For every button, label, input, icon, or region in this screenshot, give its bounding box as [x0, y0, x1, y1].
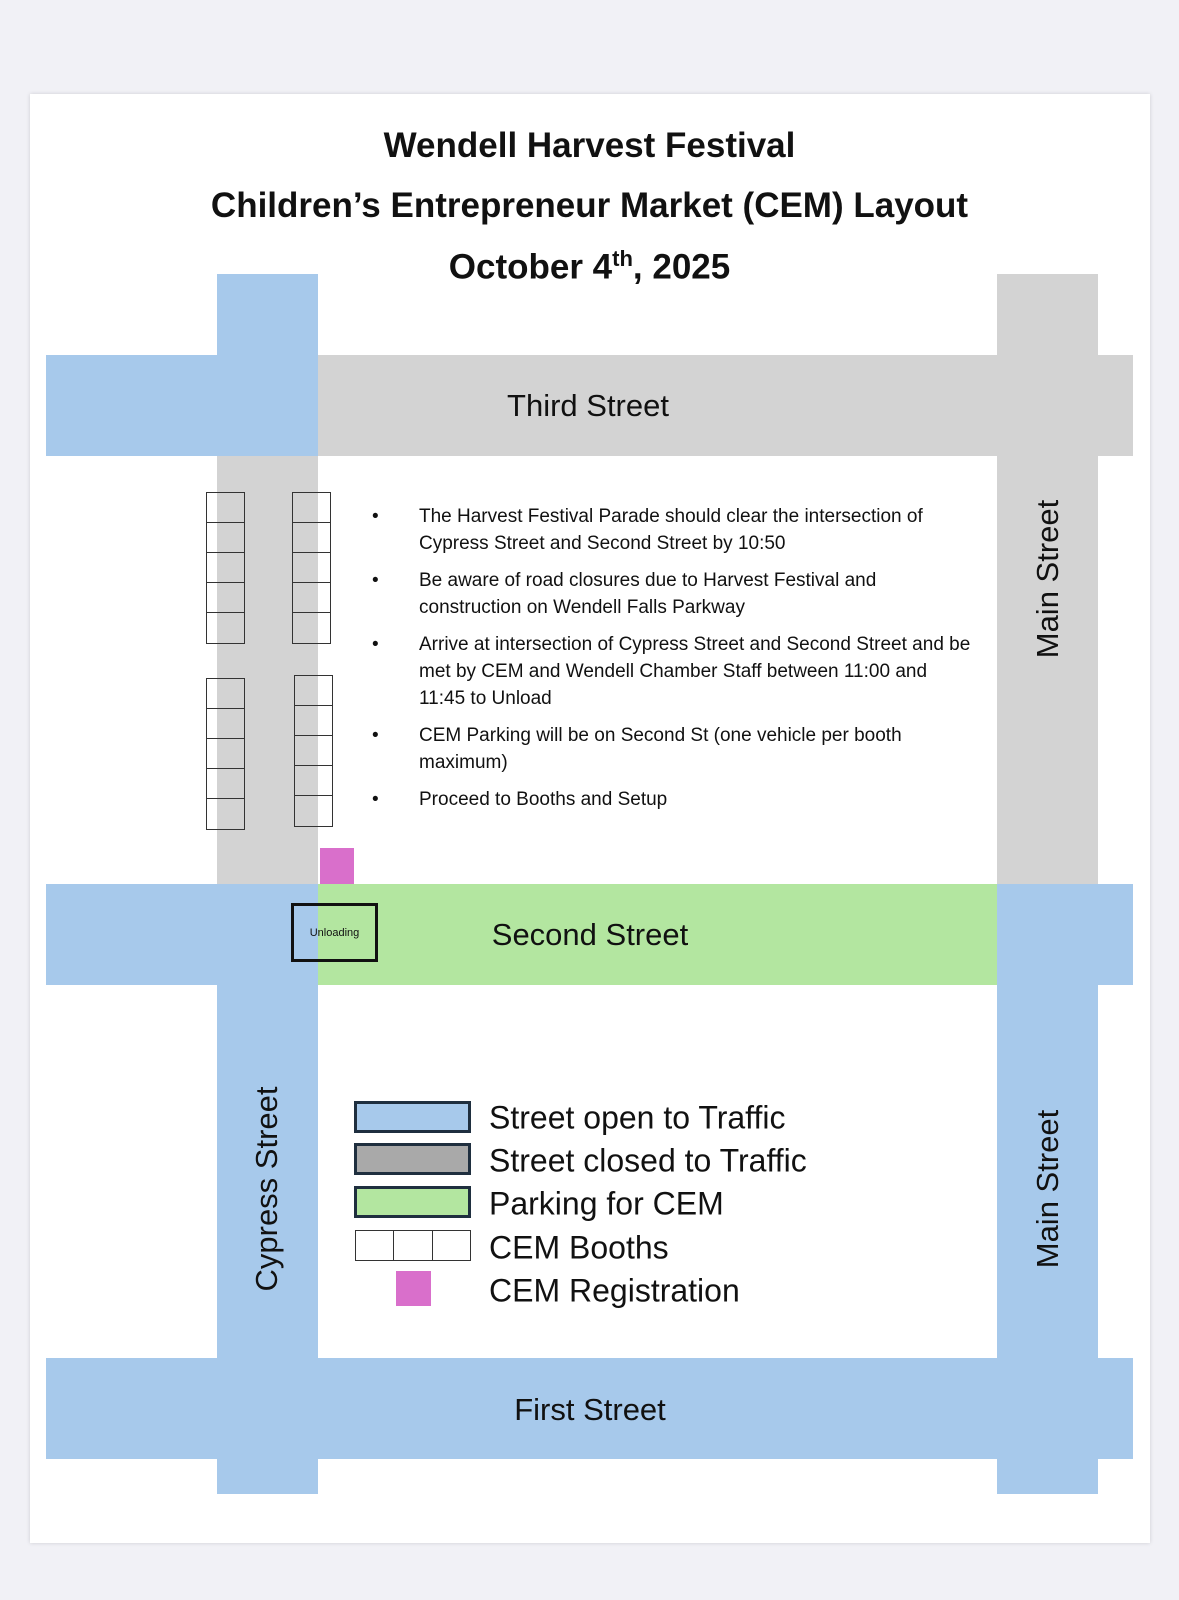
cypress-street-closed: [217, 456, 318, 884]
cypress-street-label: Cypress Street: [249, 1086, 284, 1292]
date-sup: th: [612, 246, 633, 271]
booth-block: [206, 492, 245, 644]
booth-block: [292, 492, 331, 644]
title-line-2: Children’s Entrepreneur Market (CEM) Lay…: [210, 186, 969, 225]
legend-swatch-registration: [396, 1271, 431, 1306]
main-street-label-bottom: Main Street: [1030, 1109, 1065, 1269]
title-line-3: October 4th, 2025: [0, 246, 1179, 288]
first-street: [46, 1358, 1133, 1459]
legend-label: CEM Registration: [489, 1272, 740, 1309]
second-street-parking: [318, 884, 997, 985]
instruction-item: CEM Parking will be on Second St (one ve…: [372, 722, 972, 776]
legend-swatch-open: [354, 1101, 471, 1133]
third-street-label: Third Street: [507, 388, 669, 423]
legend-swatch-parking: [354, 1186, 471, 1218]
legend-label: CEM Booths: [489, 1229, 669, 1266]
booth-block: [206, 678, 245, 830]
unloading-zone: Unloading: [291, 903, 378, 962]
legend-label: Parking for CEM: [489, 1185, 724, 1222]
first-street-label: First Street: [514, 1392, 666, 1427]
date-year: , 2025: [632, 247, 731, 287]
legend-label: Street open to Traffic: [489, 1099, 786, 1136]
cypress-north-segment: [217, 274, 318, 356]
main-street-north-closed: [997, 274, 1098, 884]
instructions-list: The Harvest Festival Parade should clear…: [372, 503, 972, 823]
legend-swatch-booths: [355, 1230, 471, 1261]
second-street-east-open: [997, 884, 1133, 985]
second-street-west-open: [46, 884, 318, 985]
map-page: [30, 94, 1150, 1543]
instruction-item: Be aware of road closures due to Harvest…: [372, 567, 972, 621]
instruction-item: Arrive at intersection of Cypress Street…: [372, 631, 972, 712]
date-text: October 4: [448, 247, 613, 287]
legend-label: Street closed to Traffic: [489, 1142, 807, 1179]
registration-marker: [320, 848, 354, 884]
instruction-item: The Harvest Festival Parade should clear…: [372, 503, 972, 557]
instruction-item: Proceed to Booths and Setup: [372, 786, 972, 813]
title-line-1: Wendell Harvest Festival: [383, 126, 796, 165]
third-street-west-open: [46, 355, 318, 456]
booth-block: [294, 675, 333, 827]
main-street-label-top: Main Street: [1030, 499, 1065, 659]
second-street-label: Second Street: [491, 917, 689, 952]
legend-swatch-closed: [354, 1143, 471, 1175]
